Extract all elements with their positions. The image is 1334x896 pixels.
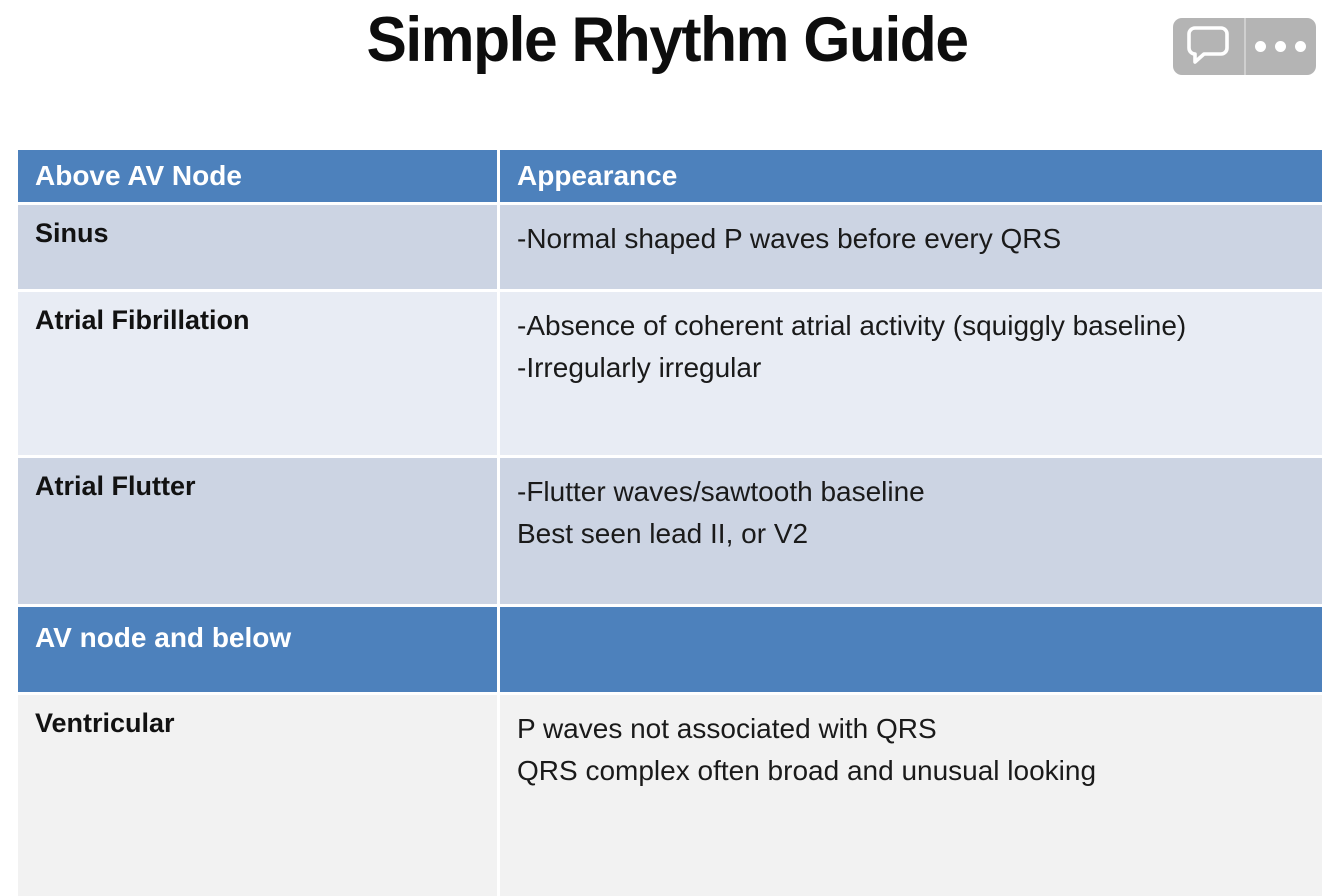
page-title: Simple Rhythm Guide [366,5,968,75]
section-header-empty-cell [500,607,1322,692]
ellipsis-icon [1255,41,1307,52]
appearance-line: -Flutter waves/sawtooth baseline [517,476,925,507]
appearance-cell: -Absence of coherent atrial activity (sq… [500,292,1322,455]
appearance-line: -Irregularly irregular [517,352,762,383]
column-header-appearance: Appearance [500,150,1322,202]
more-options-button[interactable] [1243,18,1317,75]
column-header-rhythm: Above AV Node [18,150,497,202]
appearance-line: P waves not associated with QRS [517,713,937,744]
appearance-cell: P waves not associated with QRS QRS comp… [500,695,1322,896]
appearance-line: -Absence of coherent atrial activity (sq… [517,310,1187,341]
table-row-atrial-flutter: Atrial Flutter -Flutter waves/sawtooth b… [18,458,1322,604]
table-row-sinus: Sinus -Normal shaped P waves before ever… [18,205,1322,289]
comment-icon [1186,23,1230,70]
rhythm-name-cell: Sinus [18,205,497,289]
rhythm-table: Above AV Node Appearance Sinus -Normal s… [18,150,1322,896]
toolbar [1173,18,1316,75]
table-row-header-av-node-and-below: AV node and below [18,607,1322,692]
rhythm-name-cell: Atrial Flutter [18,458,497,604]
table-row-ventricular: Ventricular P waves not associated with … [18,695,1322,896]
comment-button[interactable] [1173,18,1244,75]
table-row-header-above-av-node: Above AV Node Appearance [18,150,1322,202]
section-header-av-node: AV node and below [18,607,497,692]
rhythm-name-cell: Atrial Fibrillation [18,292,497,455]
appearance-line: Best seen lead II, or V2 [517,518,809,549]
rhythm-name-cell: Ventricular [18,695,497,896]
appearance-cell: -Flutter waves/sawtooth baseline Best se… [500,458,1322,604]
table-row-atrial-fibrillation: Atrial Fibrillation -Absence of coherent… [18,292,1322,455]
appearance-line: QRS complex often broad and unusual look… [517,755,1097,786]
appearance-line: -Normal shaped P waves before every QRS [517,223,1062,254]
appearance-cell: -Normal shaped P waves before every QRS [500,205,1322,289]
